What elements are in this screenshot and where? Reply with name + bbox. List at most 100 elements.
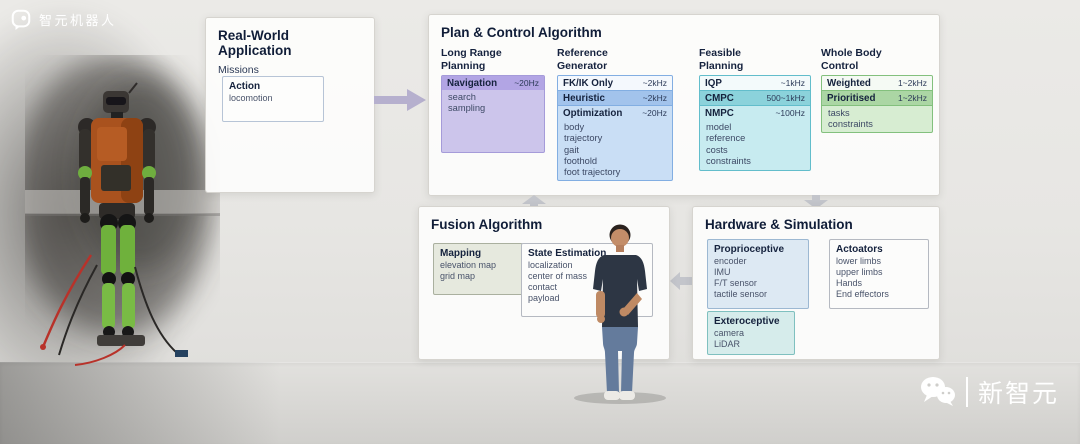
box-item: F/T sensor	[714, 278, 757, 288]
brand-logo: 智元机器人	[10, 8, 117, 30]
fkik-label: FK/IK Only	[563, 78, 614, 89]
plan-control-panel: Plan & Control Algorithm Long Range Plan…	[428, 14, 940, 196]
long-range-planning-header: Long Range Planning	[441, 47, 502, 72]
box-item: Hands	[836, 278, 863, 288]
robot-body	[40, 82, 188, 366]
arrow-right-icon	[374, 89, 426, 111]
module-item: trajectory	[564, 133, 603, 144]
heuristic-rate: ~2kHz	[642, 93, 667, 103]
whole-body-control-header: Whole Body Control	[821, 47, 882, 72]
action-box: Action locomotion	[222, 76, 324, 122]
module-item: foot trajectory	[564, 167, 621, 178]
module-item: model	[706, 122, 732, 132]
watermark-text: 新智元	[978, 380, 1060, 408]
proprioceptive-box: Proprioceptive encoder IMU F/T sensor ta…	[707, 239, 809, 309]
navigation-row: Navigation ~20Hz	[442, 76, 544, 90]
module-item: sampling	[448, 103, 486, 114]
heuristic-row: Heuristic ~2kHz	[558, 91, 672, 106]
exteroceptive-title: Exteroceptive	[714, 316, 780, 327]
module-item: costs	[706, 144, 728, 155]
box-item: IMU	[714, 267, 731, 277]
box-item: lower limbs	[836, 256, 882, 266]
arrow-down-icon	[804, 195, 828, 209]
wechat-icon	[921, 377, 955, 406]
cmpc-row: CMPC 500~1kHz	[700, 91, 810, 106]
module-item: body	[564, 122, 585, 132]
heuristic-label: Heuristic	[563, 93, 605, 104]
actuators-items: lower limbs upper limbs Hands End effect…	[830, 256, 928, 304]
box-item: contact	[528, 282, 558, 292]
module-item: tasks	[828, 108, 850, 118]
presenter-person	[574, 224, 666, 404]
optimization-items: body trajectory gait foothold foot traje…	[558, 120, 672, 180]
module-item: reference	[706, 133, 746, 144]
mapping-items: elevation map grid map	[434, 260, 522, 286]
module-item: constraints	[706, 155, 751, 166]
box-item: End effectors	[836, 289, 889, 299]
box-item: camera	[714, 328, 745, 338]
real-world-application-panel: Real-World Application Missions Action l…	[205, 17, 375, 193]
plan-control-title: Plan & Control Algorithm	[441, 25, 602, 40]
iqp-label: IQP	[705, 78, 722, 89]
iqp-row: IQP ~1kHz	[700, 76, 810, 91]
arrow-left-icon	[670, 272, 692, 290]
watermark-divider	[966, 377, 968, 407]
navigation-items: search sampling	[442, 90, 544, 118]
exteroceptive-box: Exteroceptive camera LiDAR	[707, 311, 795, 355]
feasible-planning-header: Feasible Planning	[699, 47, 744, 72]
stage-floor	[0, 362, 1080, 444]
navigation-label: Navigation	[447, 78, 498, 89]
prioritised-label: Prioritised	[827, 93, 876, 104]
whole-body-control-module: Weighted 1~2kHz Prioritised 1~2kHz tasks…	[821, 75, 933, 133]
weighted-row: Weighted 1~2kHz	[822, 76, 932, 91]
brand-logo-text: 智元机器人	[39, 12, 117, 28]
reference-generator-module: FK/IK Only ~2kHz Heuristic ~2kHz Optimiz…	[557, 75, 673, 181]
box-item: encoder	[714, 256, 747, 266]
optimization-row: Optimization ~20Hz	[558, 106, 672, 120]
module-item: search	[448, 92, 476, 102]
fkik-row: FK/IK Only ~2kHz	[558, 76, 672, 91]
nmpc-items: model reference costs constraints	[700, 120, 810, 170]
nmpc-row: NMPC ~100Hz	[700, 106, 810, 120]
box-item: elevation map	[440, 260, 497, 270]
module-item: gait	[564, 144, 579, 155]
real-world-title: Real-World Application	[218, 28, 292, 58]
module-item: foothold	[564, 155, 598, 166]
whole-body-items: tasks constraints	[822, 106, 932, 132]
state-estimation-title: State Estimation	[528, 248, 607, 259]
stage-floor-shadow	[0, 362, 280, 444]
mapping-box: Mapping elevation map grid map	[433, 243, 523, 295]
box-item: payload	[528, 293, 560, 303]
box-item: grid map	[440, 271, 476, 281]
fusion-title: Fusion Algorithm	[431, 217, 543, 232]
hardware-title: Hardware & Simulation	[705, 217, 853, 232]
prioritised-rate: 1~2kHz	[897, 93, 927, 103]
weighted-label: Weighted	[827, 78, 871, 89]
actuators-box: Actoators lower limbs upper limbs Hands …	[829, 239, 929, 309]
hardware-simulation-panel: Hardware & Simulation Proprioceptive enc…	[692, 206, 940, 360]
navigation-module: Navigation ~20Hz search sampling	[441, 75, 545, 153]
box-item: upper limbs	[836, 267, 883, 277]
box-item: tactile sensor	[714, 289, 768, 299]
cmpc-label: CMPC	[705, 93, 734, 104]
missions-label: Missions	[218, 64, 259, 76]
action-title: Action	[229, 81, 261, 92]
module-item: constraints	[828, 119, 873, 130]
prioritised-row: Prioritised 1~2kHz	[822, 91, 932, 106]
box-item: center of mass	[528, 271, 588, 281]
cmpc-rate: 500~1kHz	[766, 93, 805, 103]
feasible-planning-module: IQP ~1kHz CMPC 500~1kHz NMPC ~100Hz mode…	[699, 75, 811, 171]
state-estimation-items: localization center of mass contact payl…	[522, 260, 652, 308]
nmpc-label: NMPC	[705, 108, 734, 119]
proprioceptive-title: Proprioceptive	[714, 244, 785, 255]
exteroceptive-items: camera LiDAR	[708, 328, 794, 354]
arrow-up-icon	[522, 195, 546, 209]
optimization-label: Optimization	[563, 108, 623, 119]
brand-logo-icon	[11, 9, 31, 30]
fkik-rate: ~2kHz	[642, 78, 667, 88]
proprioceptive-items: encoder IMU F/T sensor tactile sensor	[708, 256, 808, 304]
reference-generator-header: Reference Generator	[557, 47, 608, 72]
mapping-title: Mapping	[440, 248, 482, 259]
box-item: localization	[528, 260, 573, 270]
